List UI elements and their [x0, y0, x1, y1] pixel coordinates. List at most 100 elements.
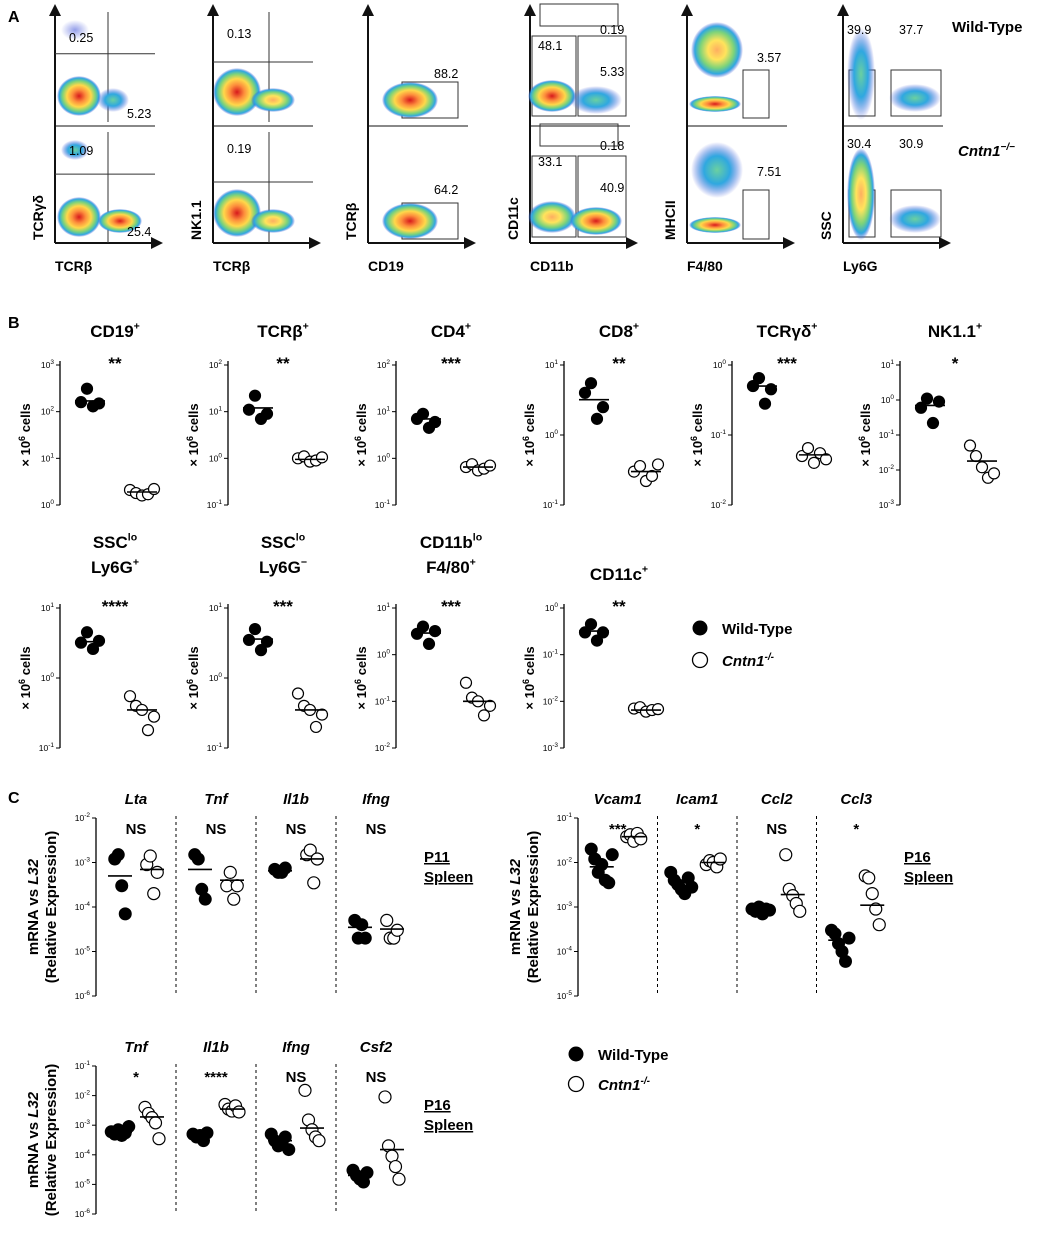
- y-tick-label: 10-4: [557, 946, 573, 957]
- y-tick-label: 10-5: [557, 990, 573, 1001]
- label-exp: 6: [521, 679, 531, 684]
- wild-type-point: [74, 636, 88, 649]
- knockout-point: [651, 458, 665, 471]
- tick-exp: -3: [566, 901, 572, 908]
- wild-type-point: [360, 1166, 374, 1180]
- y-axis-label: mRNA vs L32: [25, 858, 42, 955]
- tick-base: 10: [39, 743, 49, 753]
- title-sup: +: [470, 556, 476, 568]
- tick-base: 10: [557, 813, 567, 823]
- wild-type-point: [74, 396, 88, 409]
- wild-type-point: [685, 880, 699, 894]
- gate-percentage: 25.4: [127, 225, 151, 239]
- tick-base: 10: [377, 453, 387, 463]
- y-tick-label: 102: [209, 359, 222, 370]
- label-part: L32: [507, 858, 524, 885]
- title-base: CD8: [599, 322, 633, 341]
- tick-exp: 0: [554, 602, 558, 609]
- y-axis-label-line2: (Relative Expression): [525, 831, 542, 984]
- y-tick-label: 101: [881, 359, 894, 370]
- density-blob: [61, 140, 89, 160]
- tick-base: 10: [543, 696, 553, 706]
- label-exp: 6: [185, 436, 195, 441]
- y-tick-label: 10-5: [75, 946, 91, 957]
- y-tick-label: 10-3: [557, 901, 573, 912]
- tick-exp: -2: [720, 499, 726, 506]
- wild-type-point: [355, 918, 369, 932]
- tissue-label: P16: [904, 849, 931, 866]
- density-blob: [97, 88, 129, 112]
- wild-type-point: [578, 626, 592, 639]
- label-part: cells: [186, 403, 201, 436]
- gate-percentage: 30.9: [899, 137, 923, 151]
- wild-type-point: [605, 848, 619, 862]
- label-part: × 10: [522, 441, 537, 467]
- legend-b: Wild-Type Cntn1-/-: [691, 620, 792, 670]
- y-tick-label: 10-3: [75, 1119, 91, 1130]
- gene-label: Ccl2: [761, 791, 793, 808]
- gate: [531, 35, 577, 117]
- wild-type-point: [260, 635, 274, 648]
- y-axis-label: × 106 cells: [185, 646, 201, 709]
- knockout-point: [380, 913, 394, 927]
- gate: [531, 155, 577, 238]
- density-blob: [689, 96, 741, 112]
- tick-exp: -2: [566, 857, 572, 864]
- wild-type-point: [584, 618, 598, 631]
- legend-c-wild-type-label: Wild-Type: [598, 1047, 668, 1064]
- density-blob: [382, 82, 438, 118]
- label-part: cells: [354, 646, 369, 679]
- wild-type-point: [198, 892, 212, 906]
- tick-exp: -1: [888, 429, 894, 436]
- label-part: cells: [858, 403, 873, 436]
- y-axis-label: mRNA vs L32: [507, 858, 524, 955]
- tick-exp: -2: [552, 695, 558, 702]
- wild-type-point: [248, 622, 262, 636]
- density-blob: [98, 209, 142, 233]
- significance-marker: **: [612, 354, 626, 373]
- title-sup: +: [642, 563, 648, 575]
- tissue-label-line2: Spleen: [424, 1117, 473, 1134]
- wild-type-point: [602, 876, 616, 890]
- gate-percentage: 1.09: [69, 144, 93, 158]
- gate-percentage: 39.9: [847, 23, 871, 37]
- legend-wild-type-label: Wild-Type: [722, 621, 792, 638]
- tick-base: 10: [375, 696, 385, 706]
- knockout-point: [801, 441, 815, 455]
- density-blob: [213, 189, 261, 237]
- title-sup: +: [133, 556, 139, 568]
- y-tick-label: 101: [41, 452, 54, 463]
- y-axis-label: × 106 cells: [17, 403, 33, 466]
- wild-type-point: [118, 907, 132, 921]
- legend-c: Wild-Type Cntn1-/-: [567, 1046, 668, 1094]
- gate: [742, 69, 770, 119]
- y-tick-label: 101: [377, 602, 390, 613]
- wild-type-point: [596, 401, 610, 414]
- knockout-point: [123, 690, 137, 703]
- row-label-wild-type: Wild-Type: [952, 19, 1022, 36]
- gate-percentage: 64.2: [434, 183, 458, 197]
- knockout-point: [152, 1132, 166, 1146]
- wild-type-point: [122, 1120, 136, 1134]
- knockout-point: [975, 461, 989, 474]
- gate-percentage: 0.25: [69, 31, 93, 45]
- knockout-point: [477, 709, 491, 722]
- wild-type-point: [282, 1143, 296, 1157]
- wild-type-point: [932, 395, 946, 408]
- y-tick-label: 10-3: [543, 742, 559, 753]
- tick-exp: -3: [84, 857, 90, 864]
- y-axis-label: × 106 cells: [185, 403, 201, 466]
- title-sup: +: [465, 320, 471, 332]
- label-part: cells: [186, 646, 201, 679]
- y-tick-label: 10-1: [375, 499, 391, 510]
- b-chart-title: CD4+: [431, 320, 471, 341]
- tick-exp: -4: [84, 901, 90, 908]
- wild-type-point: [752, 371, 766, 385]
- knockout-point: [645, 469, 659, 483]
